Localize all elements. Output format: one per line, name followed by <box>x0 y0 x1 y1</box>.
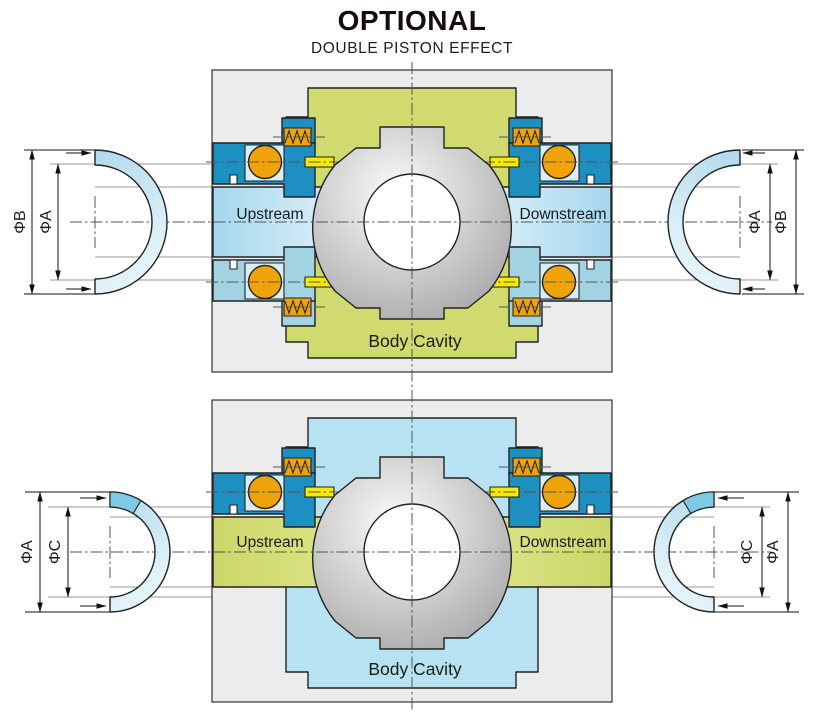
body-cavity-label: Body Cavity <box>368 331 462 351</box>
dim-label-right-outer: ΦB <box>773 210 790 233</box>
dim-label-right-inner: ΦA <box>747 210 764 234</box>
diagram-bottom: Upstream Downstream Body Cavity ΦA ΦC ΦC… <box>19 399 799 703</box>
dim-label-left-outer: ΦA <box>19 540 36 564</box>
body-cavity-label: Body Cavity <box>368 659 462 679</box>
upstream-label: Upstream <box>236 534 303 551</box>
upstream-label: Upstream <box>236 206 303 223</box>
dim-label-left-inner: ΦC <box>47 540 64 564</box>
dim-label-left-outer: ΦB <box>12 210 29 233</box>
downstream-label: Downstream <box>520 534 607 551</box>
dim-label-right-inner: ΦC <box>739 540 756 564</box>
pipe-end-right <box>653 491 715 613</box>
page-title: OPTIONAL <box>338 5 487 36</box>
dim-label-right-outer: ΦA <box>765 540 782 564</box>
diagram-top: Upstream Downstream Body Cavity ΦB ΦA ΦA… <box>12 69 804 373</box>
page-subtitle: DOUBLE PISTON EFFECT <box>311 40 513 57</box>
dim-label-left-inner: ΦA <box>38 210 55 234</box>
downstream-label: Downstream <box>520 206 607 223</box>
